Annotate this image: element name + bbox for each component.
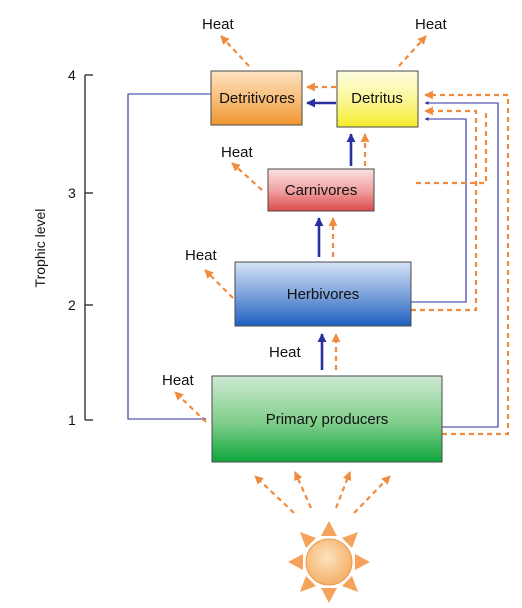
heat-label-producers-to-herbivores: Heat	[269, 344, 302, 361]
flow-producers-to-detritus	[424, 101, 499, 428]
heat-flows	[174, 35, 510, 514]
box-label-primary-producers: Primary producers	[266, 411, 389, 428]
box-label-carnivores: Carnivores	[285, 182, 358, 199]
heat-label-detritus: Heat	[415, 16, 448, 33]
dash-carnivores-to-detritus-side	[416, 109, 488, 185]
sun-icon	[288, 521, 370, 603]
energy-flows-thick	[306, 98, 356, 370]
box-carnivores: Carnivores	[267, 168, 375, 212]
heat-label-primary-producers: Heat	[162, 372, 195, 389]
heat-arrow-detritus	[398, 35, 427, 67]
heat-arrow-producers	[174, 391, 207, 423]
trophic-axis: 4 3 2 1 Trophic level	[32, 67, 93, 428]
box-detritus: Detritus	[336, 70, 419, 128]
axis-label: Trophic level	[32, 209, 48, 288]
sun-ray-2	[293, 471, 313, 509]
box-detritivores: Detritivores	[210, 70, 303, 126]
heat-arrow-herbivores	[204, 269, 234, 299]
box-herbivores: Herbivores	[234, 261, 412, 327]
box-label-detritivores: Detritivores	[219, 90, 295, 107]
sun-ray-1	[254, 475, 295, 514]
heat-label-detritivores: Heat	[202, 16, 235, 33]
heat-label-herbivores: Heat	[185, 247, 218, 264]
tick-label-1: 1	[68, 412, 76, 428]
sun-ray-3	[334, 471, 352, 509]
box-label-detritus: Detritus	[351, 90, 403, 107]
dash-producers-to-detritus	[424, 90, 510, 436]
heat-arrow-detritivores	[220, 35, 250, 67]
box-primary-producers: Primary producers	[211, 375, 443, 463]
sun-ray-4	[353, 475, 391, 514]
box-label-herbivores: Herbivores	[287, 286, 360, 303]
flow-herbivores-to-detritus	[411, 117, 467, 303]
flow-detritivores-to-producers	[127, 93, 211, 421]
dash-herbivores-to-detritus	[411, 106, 478, 312]
energy-flows	[127, 93, 499, 428]
tick-label-4: 4	[68, 67, 76, 83]
heat-label-carnivores: Heat	[221, 144, 254, 161]
heat-arrow-carnivores	[231, 162, 263, 191]
tick-label-3: 3	[68, 185, 76, 201]
tick-label-2: 2	[68, 297, 76, 313]
